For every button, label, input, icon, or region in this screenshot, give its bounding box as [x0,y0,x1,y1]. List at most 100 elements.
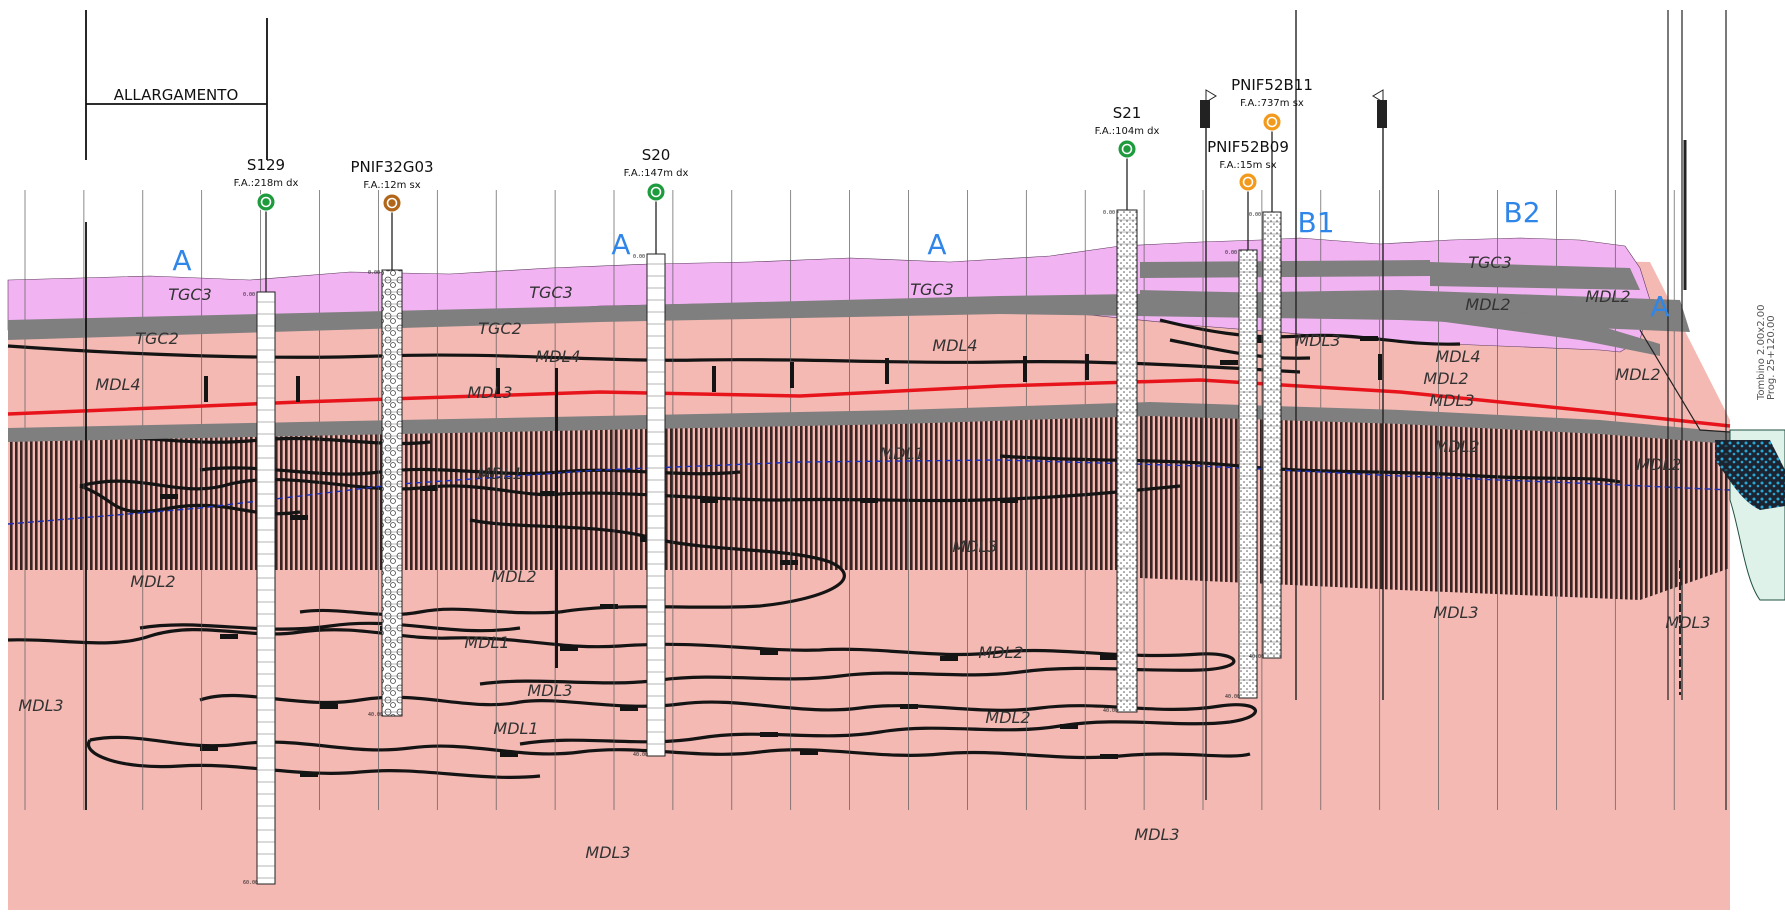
borehole-fa-label: F.A.:104m dx [1095,126,1160,137]
marker-ring-icon [1242,176,1254,188]
zone-label-zone-b1: B1 [1297,206,1334,239]
marker-ring-icon [1266,116,1278,128]
unit-label-mdl2-7: MDL2 [130,572,175,591]
borehole-column [1262,211,1282,659]
allargamento-label: ALLARGAMENTO [114,86,239,104]
unit-label-mdl4-2: MDL4 [535,347,580,366]
unit-label-mdl3-1: MDL3 [467,383,512,402]
unit-label-mdl2-4: MDL2 [1615,365,1660,384]
unit-label-mdl4-4: MDL4 [1435,347,1480,366]
unit-label-mdl1-4: MDL1 [493,719,538,738]
borehole-top-value: 0.00 [633,254,645,260]
marker-ring-icon [260,196,272,208]
unit-label-tgc3-1: TGC3 [168,285,212,304]
unit-label-mdl2-8: MDL2 [491,567,536,586]
marker-ring-icon [650,186,662,198]
unit-label-mdl1-1: MDL1 [477,464,522,483]
unit-label-mdl2-3: MDL2 [1423,369,1468,388]
unit-label-mdl2-10: MDL2 [985,708,1030,727]
borehole-bottom-value: 40.00 [1225,694,1240,700]
allargamento-box [85,10,268,810]
pole-flags [1200,89,1387,128]
borehole-fa-label: F.A.:15m sx [1219,160,1276,171]
borehole-marker-icon [382,193,402,213]
borehole-name: S129 [247,156,285,174]
borehole-bottom-value: 40.00 [368,712,383,718]
unit-label-tgc2-2: TGC2 [478,319,522,338]
borehole-name: S21 [1113,104,1142,122]
unit-label-mdl3-7: MDL3 [527,681,572,700]
unit-label-mdl4-1: MDL4 [95,375,140,394]
borehole-marker-icon [256,192,276,212]
signal-poles [1205,10,1384,800]
pile-markers [204,354,1382,668]
zone-label-zone-a-2: A [611,228,630,261]
hatched-band-layer [8,414,1730,600]
unit-label-mdl3-5: MDL3 [1433,603,1478,622]
unit-label-mdl2-1: MDL2 [1465,295,1510,314]
borehole-fa-label: F.A.:737m sx [1240,98,1304,109]
borehole-top-value: 0.00 [1249,212,1261,218]
marker-ring-icon [386,197,398,209]
unit-label-mdl2-6: MDL2 [1636,455,1681,474]
unit-label-tgc3-4: TGC3 [1468,253,1512,272]
zone-labels: A A A B1 B2A [172,196,1669,323]
borehole-bottom-value: 40.00 [633,752,648,758]
unit-label-mdl3-4: MDL3 [952,537,997,556]
clay-lenses [7,318,1621,779]
borehole-fa-label: F.A.:147m dx [624,168,689,179]
borehole-fa-label: F.A.:218m dx [234,178,299,189]
unit-label-mdl3-10: MDL3 [1134,825,1179,844]
borehole-name: PNIF52B09 [1207,138,1289,156]
side-note: Tombino 2.00x2.00 Prog. 25+120.00 [1756,305,1777,401]
borehole-marker-icon [646,182,666,202]
unit-label-mdl3-2: MDL3 [1295,331,1340,350]
unit-label-mdl1-2: MDL1 [879,444,924,463]
riverbed-gravel [1715,440,1785,510]
borehole-column [1116,209,1138,713]
zone-label-zone-a-1: A [172,244,191,277]
borehole-column [256,291,276,885]
borehole-column [646,253,666,757]
zone-label-zone-a-3: A [927,228,946,261]
zone-label-zone-a-4: A [1650,290,1669,323]
borehole-top-value: 0.00 [368,270,380,276]
borehole-top-value: 0.00 [243,292,255,298]
unit-label-mdl2-9: MDL2 [978,643,1023,662]
side-note-line1: Tombino 2.00x2.00 [1756,305,1767,401]
borehole-bottom-value: 40.00 [1103,708,1118,714]
unit-label-mdl2-5: MDL2 [1434,437,1479,456]
borehole-name: PNIF32G03 [350,158,433,176]
unit-label-tgc3-3: TGC3 [910,280,954,299]
side-note-line2: Prog. 25+120.00 [1766,315,1777,400]
marker-ring-icon [1121,143,1133,155]
zone-label-zone-b2: B2 [1503,196,1540,229]
unit-label-tgc2-1: TGC2 [135,329,179,348]
borehole-column [1238,249,1258,699]
borehole-top-value: 0.00 [1225,250,1237,256]
unit-label-mdl3-8: MDL3 [18,696,63,715]
borehole-marker-icon [1262,112,1282,132]
unit-label-mdl4-3: MDL4 [932,336,977,355]
borehole-bottom-value: 40.00 [1249,654,1264,660]
borehole-top-value: 0.00 [1103,210,1115,216]
unit-label-mdl1-3: MDL1 [464,633,509,652]
borehole-bottom-value: 60.00 [243,880,258,886]
unit-label-mdl3-6: MDL3 [1665,613,1710,632]
unit-label-mdl3-3: MDL3 [1429,391,1474,410]
unit-label-mdl3-9: MDL3 [585,843,630,862]
unit-label-tgc3-2: TGC3 [529,283,573,302]
abutment-structure [1639,10,1731,810]
unit-label-mdl2-2: MDL2 [1585,287,1630,306]
borehole-name: S20 [642,146,671,164]
borehole-fa-label: F.A.:12m sx [363,180,420,191]
